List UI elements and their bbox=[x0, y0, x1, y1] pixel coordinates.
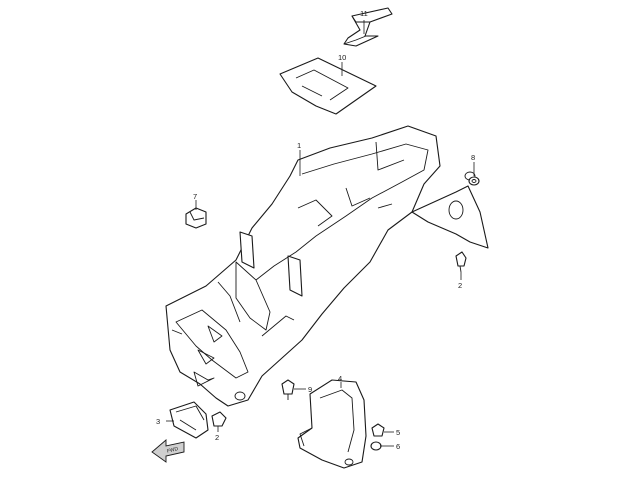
callout-10: 10 bbox=[338, 53, 346, 62]
callout-7: 7 bbox=[193, 192, 197, 201]
part-11-strap bbox=[343, 7, 393, 47]
part-8-washer bbox=[468, 176, 480, 186]
part-10-sheet bbox=[279, 57, 377, 115]
callout-2-right: 2 bbox=[458, 281, 462, 290]
callout-4: 4 bbox=[338, 374, 342, 383]
part-7-clip bbox=[185, 207, 207, 229]
part-5-screw bbox=[371, 423, 385, 437]
part-3-bracket bbox=[169, 401, 209, 439]
part-1-rear-fender bbox=[165, 125, 489, 407]
callout-2-left: 2 bbox=[215, 433, 219, 442]
callout-11: 11 bbox=[360, 9, 368, 18]
callout-8: 8 bbox=[471, 153, 475, 162]
callout-5: 5 bbox=[396, 428, 400, 437]
part-6-nut bbox=[370, 441, 382, 451]
callout-6: 6 bbox=[396, 442, 400, 451]
callout-3: 3 bbox=[156, 417, 160, 426]
callout-1: 1 bbox=[297, 141, 301, 150]
part-2-bolt-right bbox=[455, 251, 467, 273]
front-direction-arrow: FWD bbox=[151, 439, 185, 463]
part-4-lower-cover bbox=[297, 379, 367, 469]
leader-lines bbox=[166, 20, 475, 447]
front-arrow-label: FWD bbox=[166, 446, 179, 455]
part-9-bolt bbox=[281, 379, 295, 400]
part-2-bolt-left bbox=[211, 411, 227, 427]
callout-9: 9 bbox=[308, 385, 312, 394]
